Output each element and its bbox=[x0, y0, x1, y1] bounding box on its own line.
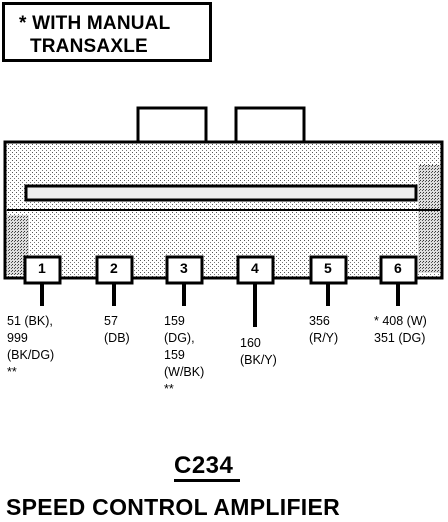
connector-id-underline bbox=[174, 479, 240, 482]
wire-label-pin-3: 159 (DG), 159 (W/BK) ** bbox=[164, 314, 205, 396]
pin-cavity-1 bbox=[23, 255, 62, 306]
wire-label-pin-1: 51 (BK), 999 (BK/DG) ** bbox=[7, 314, 55, 379]
wire-label-pin-6: * 408 (W) 351 (DG) bbox=[374, 314, 427, 345]
wire-label-pin-2: 57 (DB) bbox=[104, 314, 130, 345]
locking-tab-right bbox=[234, 106, 306, 144]
component-name: SPEED CONTROL AMPLIFIER bbox=[6, 494, 341, 520]
pin-number-2: 2 bbox=[110, 260, 118, 276]
pin-cavity-2 bbox=[95, 255, 134, 306]
pin-number-6: 6 bbox=[394, 260, 402, 276]
pin-cavity-3 bbox=[165, 255, 204, 306]
pin-cavity-4 bbox=[236, 255, 275, 327]
pin-number-1: 1 bbox=[38, 260, 46, 276]
latch-slot bbox=[24, 184, 418, 202]
pin-number-4: 4 bbox=[251, 260, 259, 276]
wire-label-pin-4: 160 (BK/Y) bbox=[240, 336, 277, 367]
pin-number-5: 5 bbox=[324, 260, 332, 276]
connector-id: C234 bbox=[174, 452, 234, 479]
connector-shade-right bbox=[418, 165, 440, 273]
note-text: * WITH MANUAL TRANSAXLE bbox=[19, 13, 171, 57]
wire-label-pin-5: 356 (R/Y) bbox=[309, 314, 339, 345]
pin-cavity-6 bbox=[379, 255, 418, 306]
pin-cavity-5 bbox=[309, 255, 348, 306]
pin-number-3: 3 bbox=[180, 260, 188, 276]
manual-transaxle-note: * WITH MANUAL TRANSAXLE bbox=[2, 2, 212, 62]
locking-tab-left bbox=[136, 106, 208, 144]
